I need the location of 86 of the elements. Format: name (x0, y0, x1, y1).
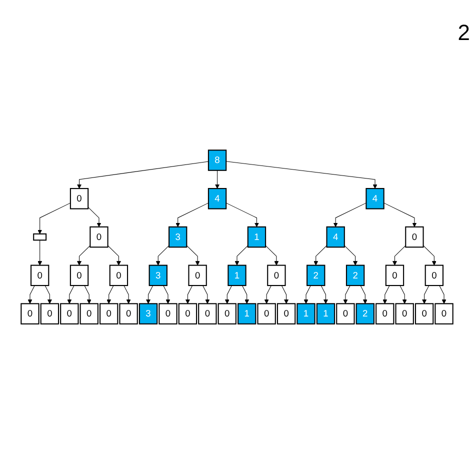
node-box: 4 (326, 226, 345, 248)
node-box: 0 (405, 226, 424, 248)
arrow (163, 285, 170, 304)
arrow (320, 285, 328, 304)
node-box: 3 (168, 226, 188, 248)
node-box: 0 (70, 188, 89, 210)
arrow (156, 245, 170, 266)
arrow (226, 202, 259, 228)
node-box: 8 (208, 150, 227, 171)
node-box: 0 (20, 303, 40, 324)
node-box: 2 (306, 264, 326, 286)
arrow (176, 202, 209, 228)
arrow (124, 285, 131, 304)
node-box: 0 (178, 303, 198, 324)
node-box: 0 (376, 303, 394, 324)
node-box: 0 (385, 264, 404, 286)
node-box: 2 (346, 264, 365, 286)
arrow (38, 240, 42, 266)
arrow (88, 206, 102, 228)
node-box: 0 (60, 303, 79, 324)
node-box: 0 (109, 264, 128, 286)
arrow (304, 285, 311, 304)
arrow (392, 245, 406, 266)
node-box: 0 (276, 303, 296, 324)
arrow (382, 285, 390, 304)
node-box: 3 (148, 264, 168, 286)
arrow (215, 170, 220, 189)
arrow (44, 285, 52, 304)
arrow (67, 285, 74, 304)
node-box: 0 (218, 303, 236, 324)
node-box: 0 (119, 303, 138, 324)
node-box: 0 (80, 303, 98, 324)
row-label: 2 (458, 20, 470, 46)
arrow (281, 285, 289, 304)
node-box: 0 (70, 264, 89, 286)
arrow (146, 285, 154, 304)
node-box: 1 (238, 303, 256, 324)
node-box: 0 (267, 264, 286, 286)
node-box: 2 (356, 303, 374, 324)
node-box: 0 (188, 264, 207, 286)
arrow (344, 245, 358, 266)
arrow (76, 161, 209, 189)
arrow (384, 202, 417, 228)
arrow (186, 245, 200, 266)
arrow (242, 285, 250, 304)
arrow (224, 285, 232, 304)
node-box: 3 (138, 303, 158, 324)
arrow (333, 202, 366, 228)
node-box: 4 (208, 188, 227, 210)
arrow (234, 245, 248, 266)
node-box: 1 (228, 264, 246, 286)
arrow (202, 285, 210, 304)
arrow (265, 245, 279, 266)
node-box: 4 (366, 188, 384, 210)
arrow (185, 285, 193, 304)
node-box: 1 (247, 226, 266, 248)
node-box: 0 (395, 303, 414, 324)
node-box: 1 (316, 303, 336, 324)
node-box: 0 (198, 303, 217, 324)
arrow (108, 245, 121, 266)
node-box: 1 (296, 303, 316, 324)
node-box: 0 (158, 303, 178, 324)
arrow (423, 245, 436, 266)
arrow (400, 285, 407, 304)
arrow (76, 245, 90, 266)
node-box: 0 (414, 303, 434, 324)
node-box: 0 (90, 226, 108, 248)
arrow (360, 285, 368, 304)
arrow (28, 285, 35, 304)
node-box (33, 233, 47, 241)
arrow (226, 161, 378, 189)
node-box: 0 (30, 264, 50, 286)
arrow (84, 285, 92, 304)
arrow (264, 285, 272, 304)
node-box: 0 (257, 303, 276, 324)
node-box: 0 (100, 303, 118, 324)
arrow (106, 285, 114, 304)
node-box: 0 (336, 303, 355, 324)
node-box: 0 (434, 303, 454, 324)
arrow (38, 202, 71, 234)
arrow (343, 285, 350, 304)
node-box: 0 (40, 303, 60, 324)
arrow (314, 245, 328, 266)
node-box: 0 (424, 264, 444, 286)
arrow (422, 285, 430, 304)
arrow (439, 285, 446, 304)
